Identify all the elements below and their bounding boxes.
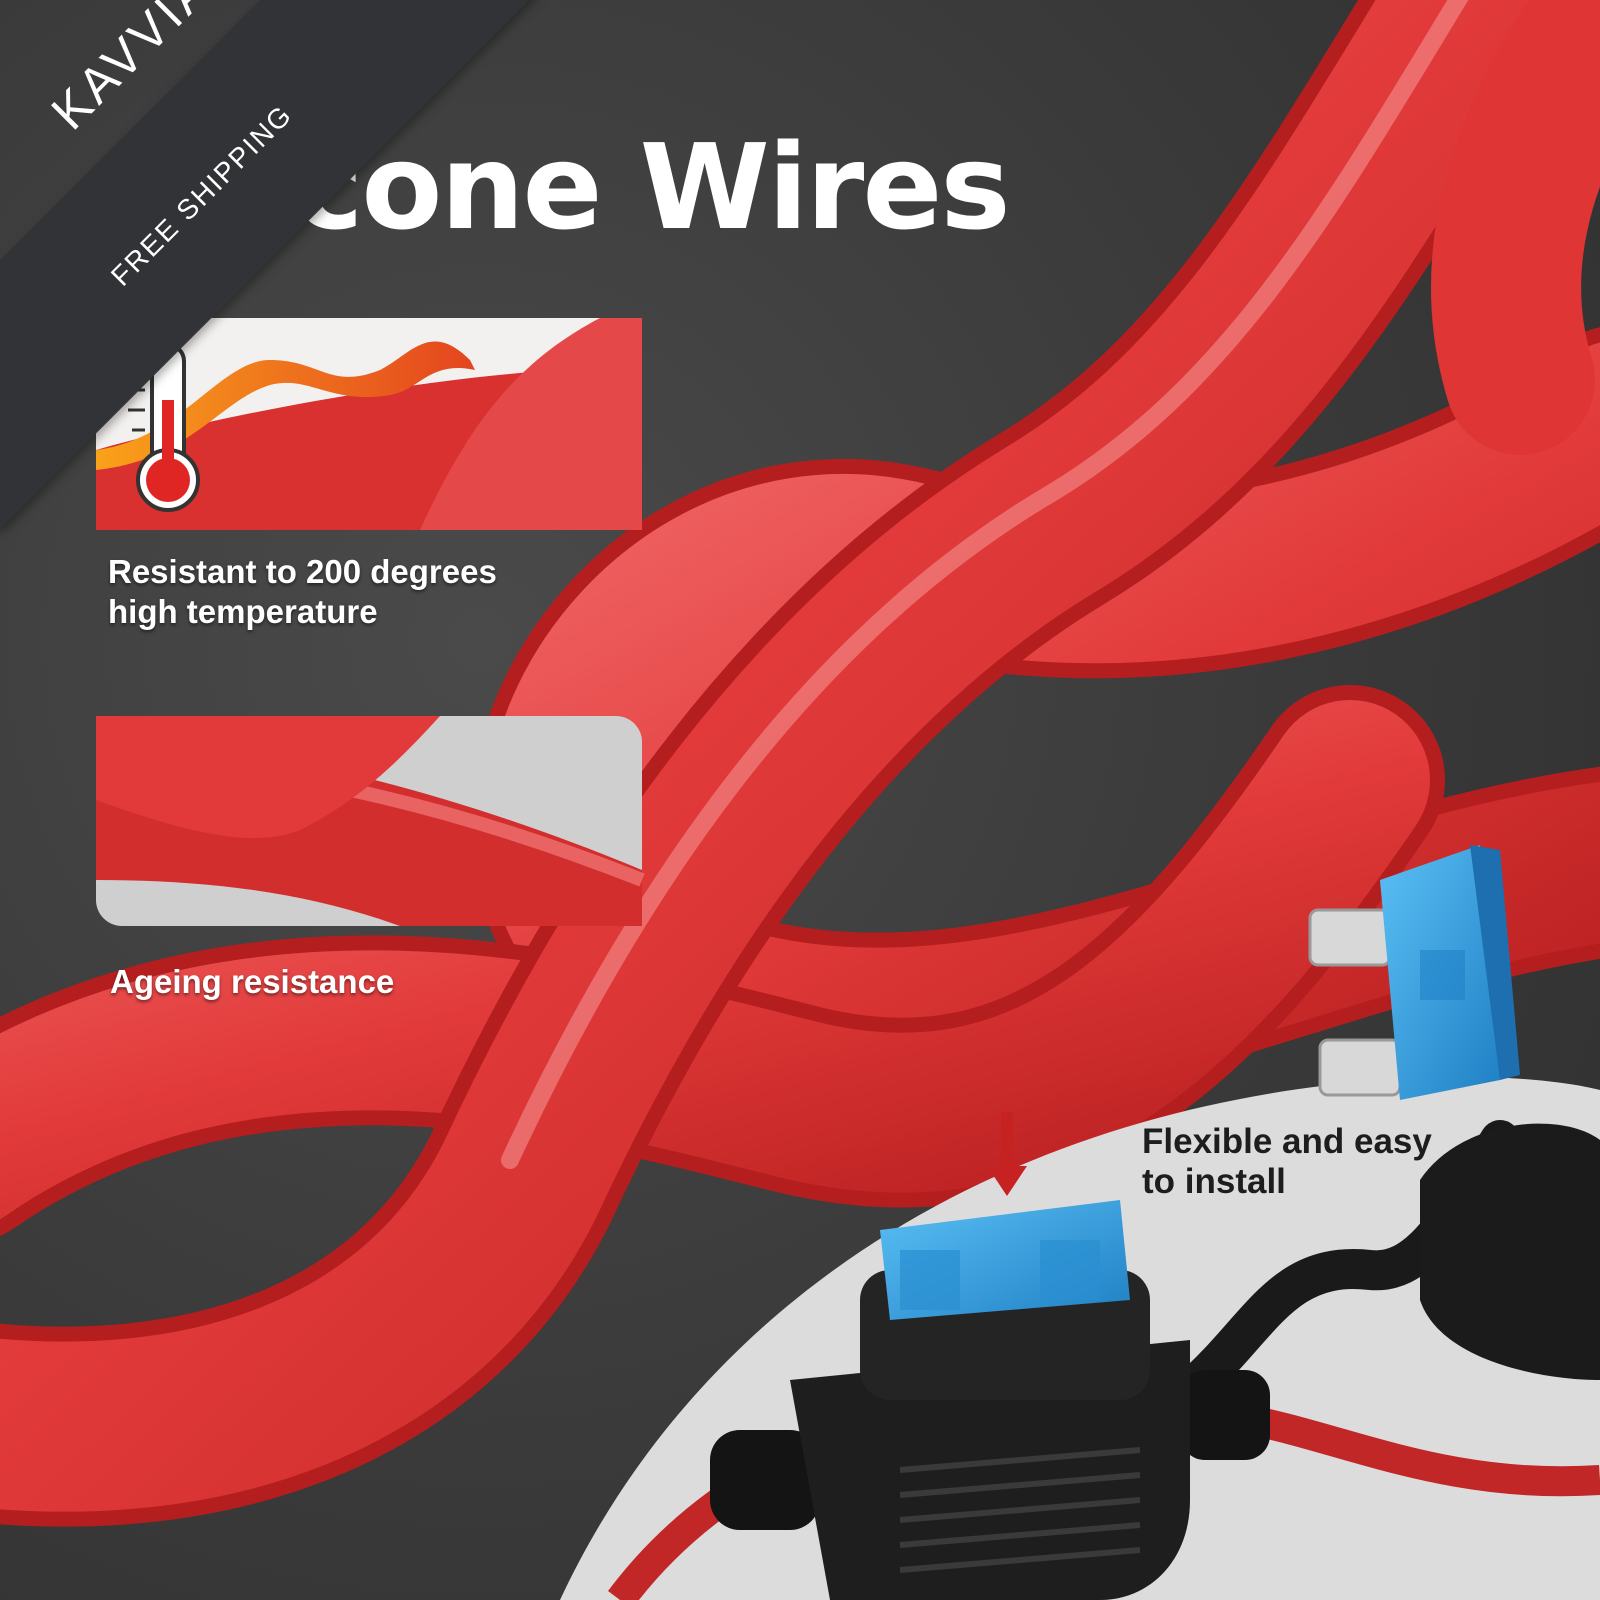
feature-flexible-line2: to install	[1142, 1162, 1286, 1201]
fuse-holder-icon	[710, 1120, 1600, 1600]
inserted-fuse-icon	[880, 1200, 1130, 1320]
feature-heat-line2: high temperature	[108, 593, 378, 630]
down-arrow-icon	[987, 1112, 1027, 1196]
blade-fuse-icon	[1308, 845, 1520, 1100]
feature-heat: Resistant to 200 degrees high temperatur…	[108, 552, 497, 632]
ageing-card	[95, 716, 645, 926]
feature-ageing: Ageing resistance	[110, 962, 394, 1002]
heat-card	[96, 318, 642, 530]
feature-heat-line1: Resistant to 200 degrees	[108, 553, 497, 590]
thermometer-icon	[128, 343, 200, 512]
heat-wave	[96, 341, 475, 470]
red-wire-loops	[0, 0, 1600, 1527]
feature-flexible-line1: Flexible and easy	[1142, 1122, 1432, 1161]
feature-flexible: Flexible and easy to install	[1142, 1122, 1432, 1202]
feature-ageing-line1: Ageing resistance	[110, 963, 395, 1000]
